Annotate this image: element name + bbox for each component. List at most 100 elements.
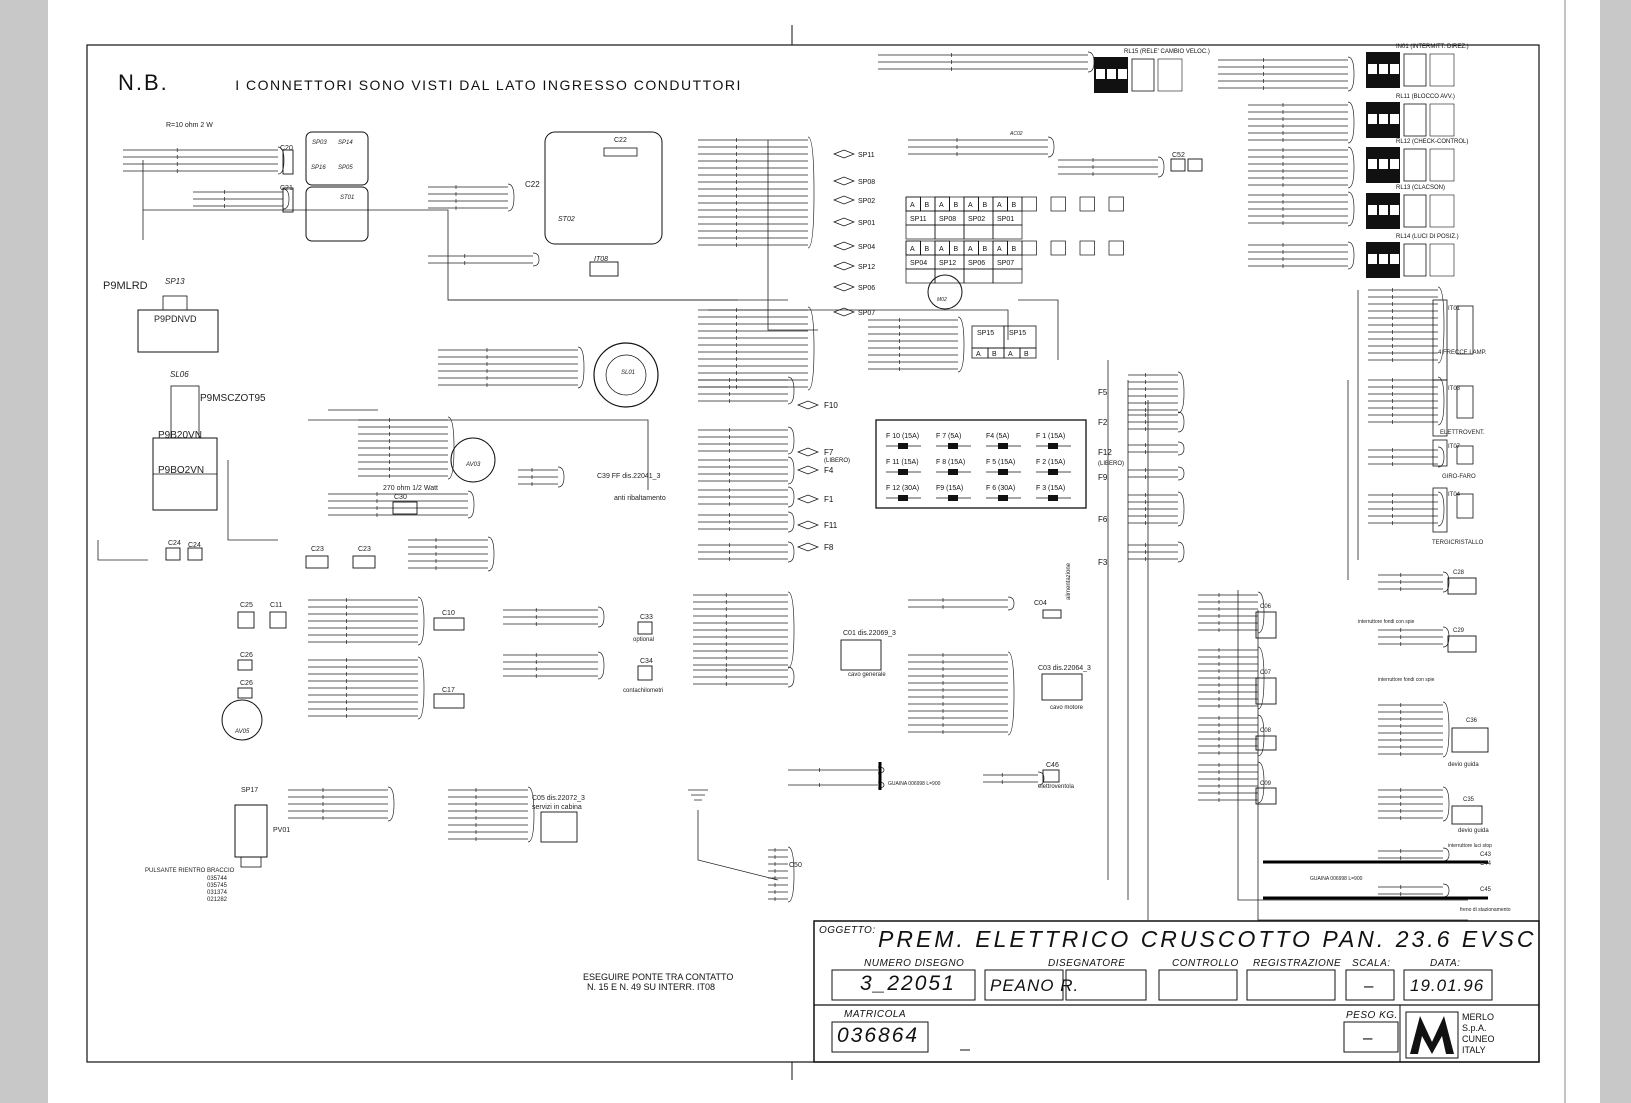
c35-sub-label: devio guida <box>1458 828 1489 834</box>
connector-body <box>1187 158 1203 172</box>
peso-label: PESO KG. <box>1346 1010 1398 1021</box>
connector-body <box>1255 787 1277 805</box>
c01-label: C01 dis.22069_3 <box>843 630 896 637</box>
sp17-label: SP17 <box>241 787 259 794</box>
c22-label: C22 <box>614 137 627 144</box>
sp-grid-ab-label: A <box>997 246 1002 253</box>
fuse-cell: F 6 (30A) <box>986 485 1021 501</box>
fuse-cell-label: F 2 (15A) <box>1036 459 1065 466</box>
c45-sub-label: freno di stazionamento <box>1460 907 1511 913</box>
sp15-ab: B <box>1024 351 1029 358</box>
connector-body <box>1447 635 1477 653</box>
it03-sub-label: ELETTROVENT. <box>1440 430 1485 436</box>
r270-label: 270 ohm 1/2 Watt <box>383 485 438 492</box>
c24b-label: C24 <box>188 542 201 549</box>
connector-body <box>433 617 465 631</box>
sp05-label: SP05 <box>338 165 353 171</box>
c45-label: C45 <box>1480 887 1492 893</box>
pv01-label: PV01 <box>273 827 291 834</box>
c23a-label: C23 <box>311 546 324 553</box>
connector-body <box>237 659 253 671</box>
sl06-label: SL06 <box>170 370 189 379</box>
it03-label: IT03 <box>1448 386 1461 392</box>
it01-sub-label: 4 FRECCE LAMP. <box>1438 350 1487 356</box>
it04-sub-label: TERGICRISTALLO <box>1432 540 1484 546</box>
fuse-grid: F 10 (15A)F 7 (5A)F4 (5A)F 1 (15A)F 11 (… <box>886 433 1071 501</box>
sp-grid-ab-label: A <box>968 202 973 209</box>
p9mlrd-label: P9MLRD <box>103 280 148 292</box>
disegnatore-label: DISEGNATORE <box>1048 958 1126 969</box>
relay-label: IN01 (INTERMITT. DIREZ.) <box>1396 44 1469 50</box>
fuse-cell: F 12 (30A) <box>886 485 921 501</box>
sp-grid-ab-label: B <box>1012 246 1017 253</box>
it08-label: IT08 <box>594 256 609 263</box>
connector-body <box>589 261 619 277</box>
right-fuse-label: F2 <box>1098 418 1108 427</box>
sp-arrow-label: SP06 <box>858 285 875 292</box>
wire-bundles <box>123 51 1450 903</box>
c43-sub-label: interruttore luci stop <box>1448 843 1492 849</box>
c46-sub-label: elettroventola <box>1038 784 1075 790</box>
c04-sub-label: alimentazione <box>1066 562 1072 600</box>
connector-body <box>1042 609 1062 619</box>
sp-grid-name: SP08 <box>939 216 956 223</box>
c36-label: C36 <box>1466 718 1478 724</box>
connector-body <box>540 811 578 843</box>
fuse-arrow-label: F1 <box>824 495 834 504</box>
c25-label: C25 <box>240 602 253 609</box>
sp15-ab: A <box>1008 351 1013 358</box>
c05-sub-label: servizi in cabina <box>532 804 582 811</box>
c34-sub-label: contachilometri <box>623 688 664 694</box>
int-fondi2-label: interruttore fondi con spie <box>1378 677 1435 683</box>
pulsante-label: PULSANTE RIENTRO BRACCIO <box>145 868 235 874</box>
drawing-frame <box>86 44 1540 1063</box>
fuse-cell: F 10 (15A) <box>886 433 921 449</box>
c05-label: C05 dis.22072_3 <box>532 795 585 802</box>
av05-buzzer <box>221 699 263 741</box>
av03-label: AV03 <box>466 462 481 468</box>
c36-sub-label: devio guida <box>1448 762 1479 768</box>
connector-body <box>637 621 653 635</box>
connector-body <box>1041 673 1083 701</box>
disegnatore-value: PEANO R. <box>990 976 1080 995</box>
relay-label: RL11 (BLOCCO AVV.) <box>1396 94 1455 100</box>
p9b20vn-label: P9B20VN <box>158 430 202 441</box>
relay: RL11 (BLOCCO AVV.) <box>1366 94 1455 138</box>
sp-arrow-label: SP04 <box>858 244 875 251</box>
fuse-arrow-label: F11 <box>824 521 838 530</box>
c50-label: C50 <box>789 862 802 869</box>
fuse-cell: F 8 (15A) <box>936 459 971 475</box>
connector-body <box>187 547 203 561</box>
data-label: DATA: <box>1430 958 1461 969</box>
fuse-arrow-label: F7 <box>824 448 834 457</box>
sl01-switch <box>593 342 659 408</box>
c08-label: C08 <box>1260 728 1272 734</box>
it04-label: IT04 <box>1448 492 1461 498</box>
fuse-cell-label: F 7 (5A) <box>936 433 961 440</box>
connector-body <box>305 555 329 569</box>
fuse-cell: F 1 (15A) <box>1036 433 1071 449</box>
resistor-label: R=10 ohm 2 W <box>166 122 213 129</box>
sp-grid-ab-label: A <box>910 246 915 253</box>
sp-arrow-label: SP11 <box>858 152 875 159</box>
merlo-logo <box>1405 1011 1459 1059</box>
right-fuse-label: F12 <box>1098 448 1112 457</box>
fuse-arrow-labels: F10F7F4F1F11F8(LIBERO)F5F2F12F9F6F3(LIBE… <box>797 388 1124 567</box>
sp-grid-ab-label: A <box>910 202 915 209</box>
connector-body <box>637 665 653 681</box>
connector-body <box>1255 611 1277 639</box>
it07-sub-label: GIRO-FARO <box>1442 474 1476 480</box>
sp03-label: SP03 <box>312 140 327 146</box>
sp-arrow-label: SP07 <box>858 310 875 317</box>
right-fuse-label: F5 <box>1098 388 1108 397</box>
fuse-cell-label: F9 (15A) <box>936 485 963 492</box>
fuse-cell-label: F 6 (30A) <box>986 485 1015 492</box>
sp-grid-ab-label: B <box>1012 202 1017 209</box>
connector-note: N.B. I CONNETTORI SONO VISTI DAL LATO IN… <box>118 70 742 96</box>
title-block <box>813 920 1540 1063</box>
matricola-label: MATRICOLA <box>844 1009 907 1020</box>
c04-label: C04 <box>1034 600 1047 607</box>
sp-grid-ab-label: B <box>983 202 988 209</box>
sp-grid-ab-label: A <box>968 246 973 253</box>
